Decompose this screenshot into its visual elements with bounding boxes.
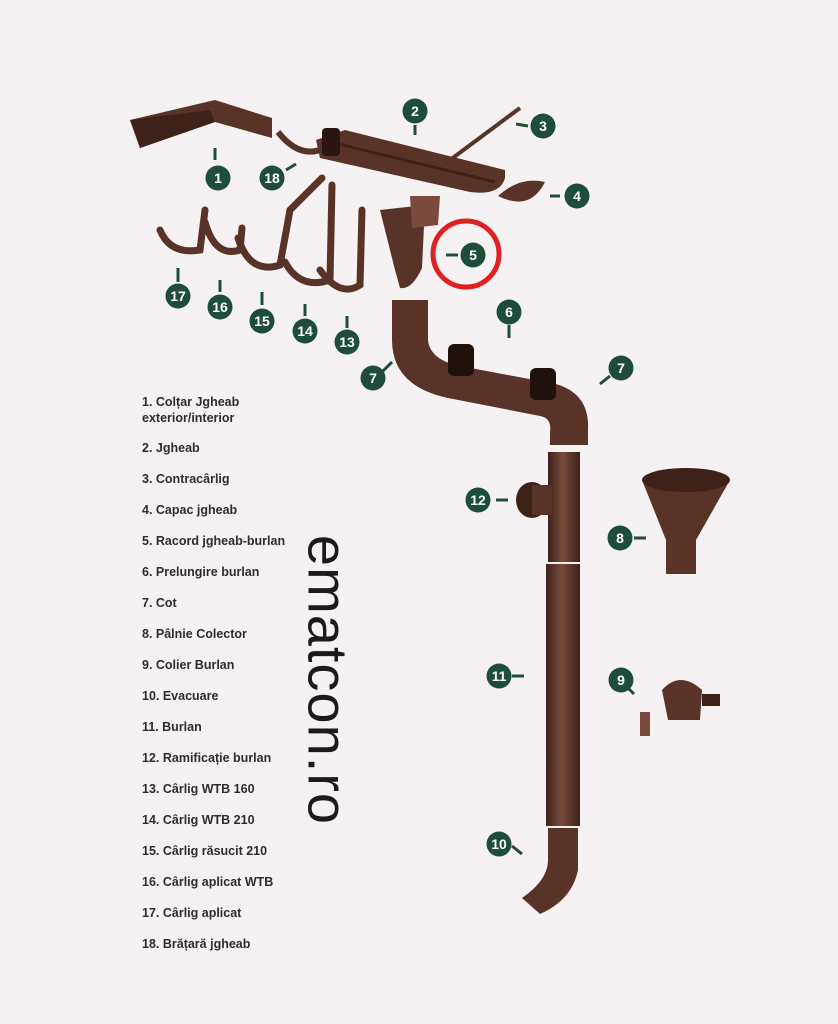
legend-item: 9. Colier Burlan bbox=[142, 658, 235, 672]
watermark-text: ematcon.ro bbox=[296, 534, 360, 826]
legend-item: 17. Cârlig aplicat bbox=[142, 906, 242, 920]
number-badge-label: 16 bbox=[212, 299, 228, 315]
legend-item: 13. Cârlig WTB 160 bbox=[142, 782, 255, 796]
number-badge bbox=[402, 98, 428, 124]
gutter-end-cap-part bbox=[498, 180, 545, 202]
corner-gutter-part bbox=[130, 100, 272, 148]
number-badge bbox=[249, 308, 275, 334]
number-badge-label: 9 bbox=[617, 672, 625, 688]
number-badge-label: 2 bbox=[411, 103, 419, 119]
number-badge bbox=[292, 318, 318, 344]
pointer-arrows bbox=[176, 122, 646, 856]
downpipe-elbow-assembly bbox=[392, 300, 589, 445]
legend-item: 4. Capac jgheab bbox=[142, 503, 238, 517]
hook-17 bbox=[156, 206, 209, 255]
counter-hook-part bbox=[448, 106, 522, 162]
legend-item: 2. Jgheab bbox=[142, 441, 200, 455]
number-badge-label: 17 bbox=[170, 288, 186, 304]
pipe-clamp-part bbox=[640, 680, 720, 736]
number-badge-label: 11 bbox=[492, 668, 507, 684]
legend-item: 15. Cârlig răsucit 210 bbox=[142, 844, 268, 858]
legend-item: 12. Ramificație burlan bbox=[142, 751, 272, 765]
legend-item: 7. Cot bbox=[142, 596, 177, 610]
number-badge bbox=[165, 283, 191, 309]
gutter-part bbox=[316, 128, 505, 193]
number-badge-label: 14 bbox=[297, 323, 313, 339]
number-badge bbox=[460, 242, 486, 268]
number-badge-label: 1 bbox=[214, 170, 222, 186]
number-badge-label: 4 bbox=[573, 188, 581, 204]
number-badge bbox=[530, 113, 556, 139]
number-badge-label: 7 bbox=[617, 360, 625, 376]
legend-item: 3. Contracârlig bbox=[142, 472, 230, 486]
legend-item: 8. Pâlnie Colector bbox=[142, 627, 247, 641]
number-badge-label: 8 bbox=[616, 530, 624, 546]
hook-13 bbox=[316, 206, 366, 293]
number-badge bbox=[486, 663, 512, 689]
highlight-ring bbox=[430, 218, 502, 290]
number-badge-label: 18 bbox=[264, 170, 280, 186]
number-badge bbox=[608, 355, 634, 381]
legend-item: 16. Cârlig aplicat WTB bbox=[142, 875, 274, 889]
number-badge-label: 3 bbox=[539, 118, 547, 134]
number-badge bbox=[465, 487, 491, 513]
number-badge bbox=[608, 667, 634, 693]
collector-funnel-part bbox=[642, 468, 730, 574]
number-badge-label: 6 bbox=[505, 304, 513, 320]
legend-item: 14. Cârlig WTB 210 bbox=[142, 813, 255, 827]
legend-item: 6. Prelungire burlan bbox=[142, 565, 260, 579]
number-badge-label: 10 bbox=[491, 836, 507, 852]
downpipe-part bbox=[546, 564, 580, 826]
hook-15 bbox=[234, 174, 326, 271]
number-badge bbox=[205, 165, 231, 191]
number-badge bbox=[607, 525, 633, 551]
number-badge bbox=[259, 165, 285, 191]
number-badge bbox=[207, 294, 233, 320]
number-badge bbox=[360, 365, 386, 391]
number-badge-label: 5 bbox=[469, 247, 477, 263]
number-badge-label: 15 bbox=[254, 313, 270, 329]
legend-item: 18. Brățară jgheab bbox=[142, 937, 251, 951]
number-badge-label: 13 bbox=[339, 334, 355, 350]
legend-item: 11. Burlan bbox=[142, 720, 202, 734]
number-badge-label: 12 bbox=[470, 492, 486, 508]
hooks-group bbox=[156, 174, 366, 293]
hook-14 bbox=[281, 181, 336, 287]
number-badge-label: 7 bbox=[369, 370, 377, 386]
legend-item: 5. Racord jgheab-burlan bbox=[142, 534, 286, 548]
legend-item: 1. Colțar Jgheab exterior/interior bbox=[142, 395, 240, 425]
legend-item: 10. Evacuare bbox=[142, 689, 219, 703]
number-badge bbox=[334, 329, 360, 355]
number-badge bbox=[486, 831, 512, 857]
number-badge bbox=[564, 183, 590, 209]
number-badge bbox=[496, 299, 522, 325]
downpipe-branch-part bbox=[516, 452, 580, 562]
downpipe-outlet-part bbox=[522, 828, 578, 914]
gutter-outlet-part bbox=[380, 196, 440, 289]
